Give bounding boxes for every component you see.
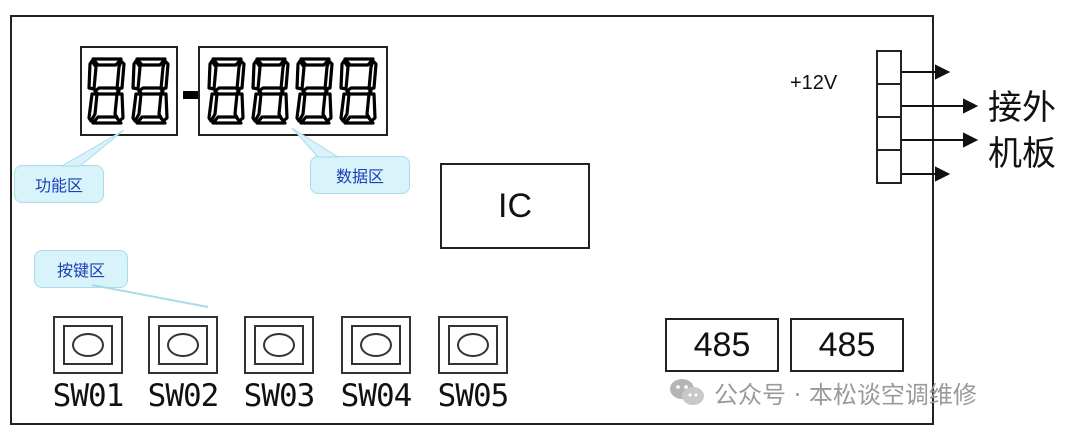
switch-button <box>263 333 295 357</box>
connector-arrows <box>902 64 979 182</box>
function-digit <box>87 57 126 125</box>
watermark-text: 公众号 · 本松谈空调维修 <box>714 380 977 409</box>
switch-button <box>72 333 104 357</box>
switch-label: SW05 <box>437 378 510 414</box>
switch-housing <box>254 325 304 365</box>
rs485-port-2: 485 <box>790 318 904 372</box>
switch-housing <box>63 325 113 365</box>
function-display <box>80 46 178 136</box>
callout-pointer-data <box>291 127 340 158</box>
switch-label: SW04 <box>340 378 413 414</box>
connector-pin <box>878 85 900 118</box>
tactile-switch[interactable] <box>53 316 123 374</box>
switch-button <box>457 333 489 357</box>
connector-pin <box>878 52 900 85</box>
switch-housing <box>351 325 401 365</box>
rs485-port-1: 485 <box>665 318 779 372</box>
switch-label: SW03 <box>243 378 316 414</box>
callout-key-area: 按键区 <box>34 250 128 288</box>
display-separator-dash <box>183 91 203 99</box>
callout-function-area: 功能区 <box>14 165 104 203</box>
data-digit <box>295 57 334 125</box>
control-board-outline <box>10 15 934 425</box>
wechat-icon <box>670 379 704 405</box>
switch-label: SW02 <box>147 378 220 414</box>
connector-side-label-line1: 接外 <box>988 88 1056 128</box>
watermark: 公众号 · 本松谈空调维修 <box>668 372 977 412</box>
ic-chip: IC <box>440 163 590 249</box>
switch-housing <box>158 325 208 365</box>
switch-housing <box>448 325 498 365</box>
function-digit <box>131 57 170 125</box>
callout-pointer-function <box>60 129 125 167</box>
tactile-switch[interactable] <box>148 316 218 374</box>
callout-data-area: 数据区 <box>310 156 410 194</box>
tactile-switch[interactable] <box>438 316 508 374</box>
connector-side-label-line2: 机板 <box>988 134 1056 174</box>
tactile-switch[interactable] <box>341 316 411 374</box>
switch-label: SW01 <box>52 378 125 414</box>
voltage-label: +12V <box>790 72 838 94</box>
external-connector <box>876 50 902 184</box>
tactile-switch[interactable] <box>244 316 314 374</box>
switch-button <box>360 333 392 357</box>
callout-pointer-key <box>91 284 209 308</box>
connector-pin <box>878 118 900 151</box>
data-digit <box>207 57 246 125</box>
data-digit <box>251 57 290 125</box>
data-display <box>198 46 388 136</box>
switch-button <box>167 333 199 357</box>
data-digit <box>339 57 378 125</box>
